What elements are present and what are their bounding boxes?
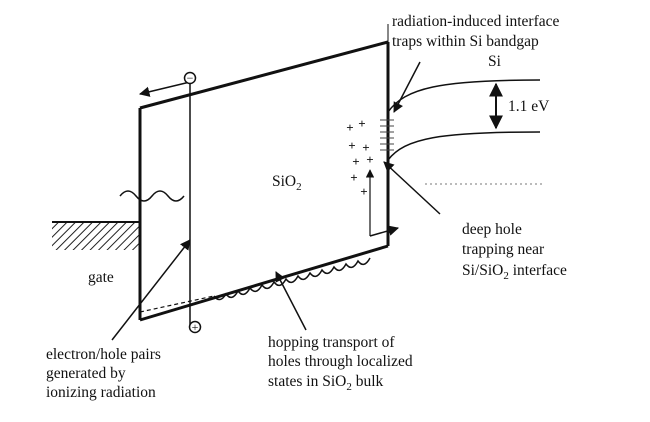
hopping-squiggle (213, 257, 371, 301)
hopping-path (139, 169, 400, 313)
label-hop-1: hopping transport of (268, 334, 395, 351)
label-pairs-1: electron/hole pairs (46, 346, 161, 363)
trapped-hole-symbol: + (346, 120, 353, 135)
trapped-hole-symbol: + (366, 152, 373, 167)
radiation-wave (119, 190, 185, 202)
trapped-hole-symbol: + (352, 154, 359, 169)
trapped-holes: ++++++++ (346, 116, 373, 199)
label-pairs-2: generated by (46, 365, 126, 382)
gate-hatch (52, 222, 140, 250)
label-deep-2: trapping near (462, 241, 545, 258)
pairs-leader (111, 239, 191, 341)
electron-escape-arrow (138, 81, 191, 97)
traps-leader (393, 61, 421, 113)
label-traps-1: radiation-induced interface (392, 13, 560, 30)
gate-region (52, 221, 140, 250)
hopping-arrow (369, 225, 400, 237)
label-sio2: SiO2 (272, 173, 302, 193)
labels: radiation-induced interface traps within… (46, 13, 567, 401)
label-deep-1: deep hole (462, 221, 522, 238)
hop-leader (275, 271, 307, 331)
electron-path: − + (138, 71, 202, 334)
label-gate: gate (88, 269, 114, 286)
label-bandgap: 1.1 eV (508, 98, 550, 115)
trapped-hole-symbol: + (362, 140, 369, 155)
label-traps-2: traps within Si bandgap (392, 33, 539, 50)
label-hop-3: states in SiO2 bulk (268, 373, 384, 393)
trapped-hole-symbol: + (360, 184, 367, 199)
electron-circle (183, 71, 197, 85)
leader-lines (111, 24, 441, 341)
deep-leader (383, 161, 441, 215)
electron-symbol: − (187, 71, 194, 85)
trapped-hole-symbol: + (358, 116, 365, 131)
silicon-bands (380, 79, 545, 185)
valence-band-edge (139, 244, 389, 322)
trapped-hole-symbol: + (350, 170, 357, 185)
hole-circle (188, 320, 202, 334)
hopping-dashed-line (139, 295, 215, 313)
label-deep-3: Si/SiO2 interface (462, 262, 567, 282)
label-pairs-3: ionizing radiation (46, 384, 156, 401)
label-hop-2: holes through localized (268, 353, 413, 370)
hole-symbol: + (192, 320, 199, 334)
trapped-hole-symbol: + (348, 138, 355, 153)
conduction-band-edge (139, 40, 389, 110)
label-si: Si (488, 53, 502, 70)
interface-trap-levels (380, 119, 394, 151)
si-valence-band (387, 131, 541, 161)
